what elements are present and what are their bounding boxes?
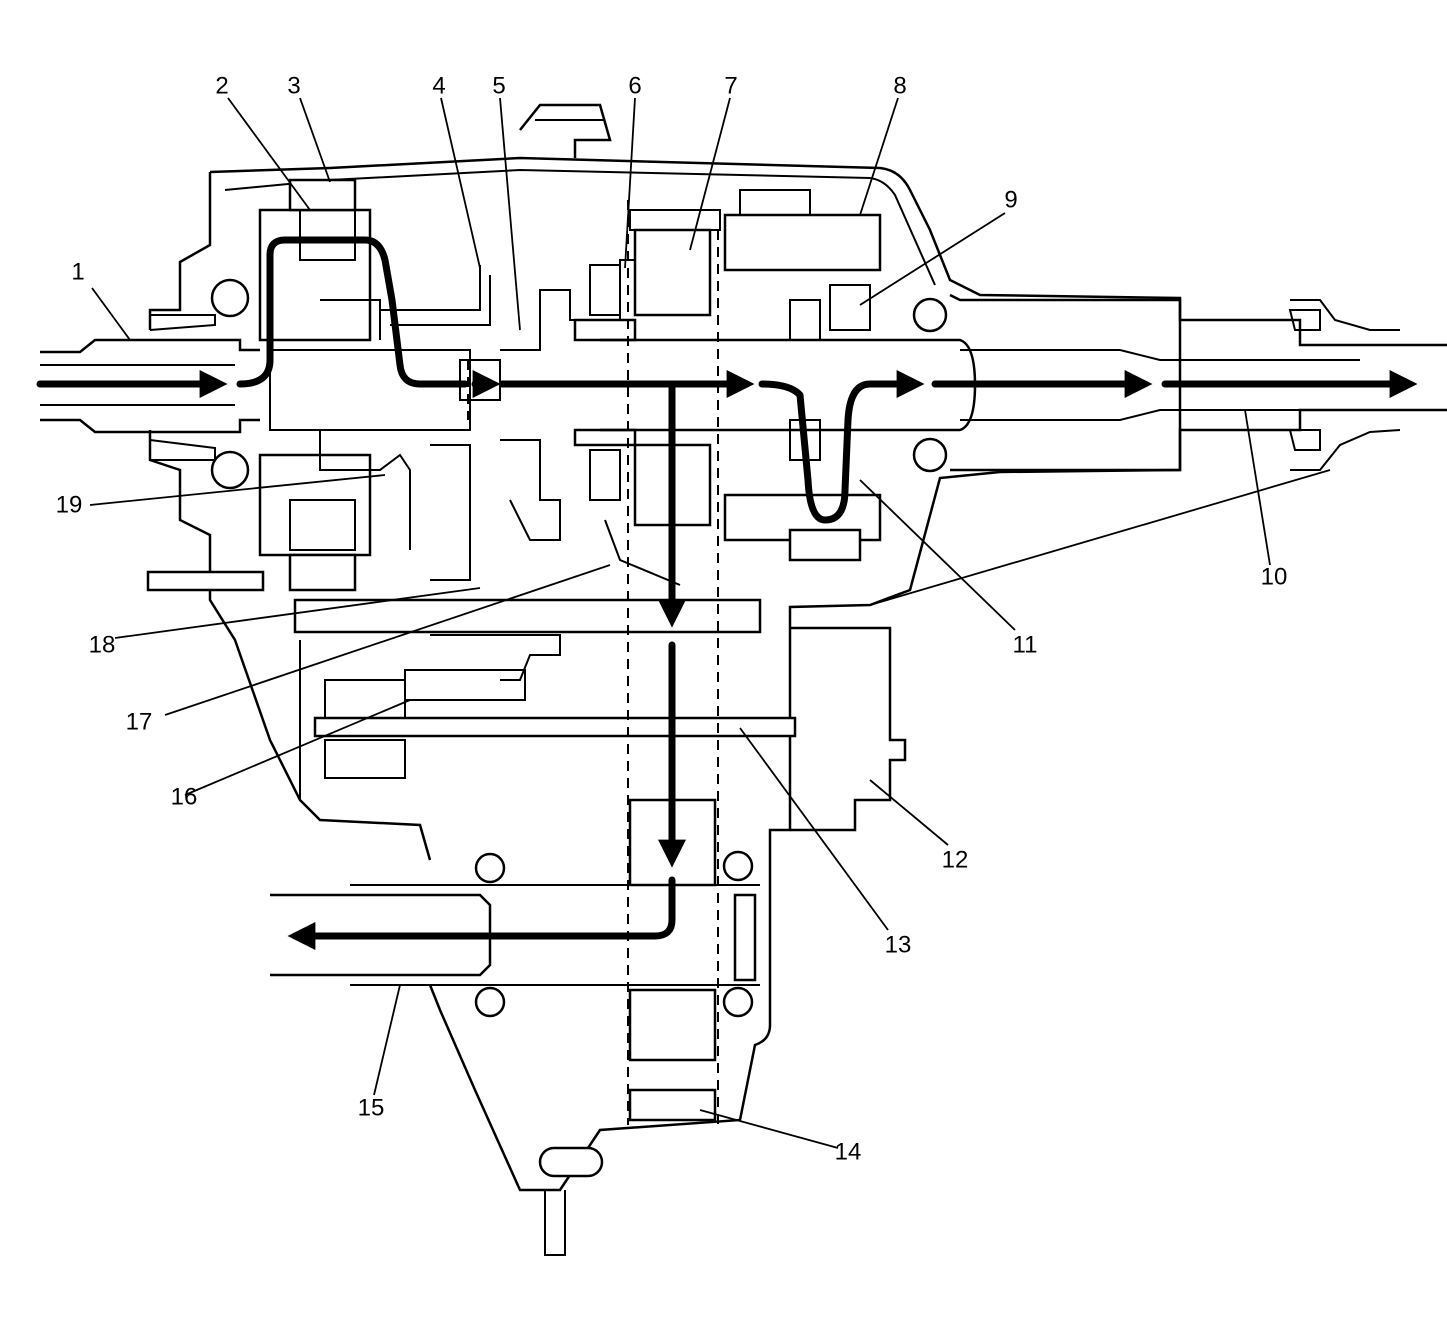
- callout-3-label: 3: [287, 73, 300, 100]
- sprocket-centerlines: [467, 200, 719, 1125]
- rear-loop-flow: [758, 370, 925, 524]
- callout-8-label: 8: [893, 73, 906, 100]
- callout-16-label: 16: [171, 784, 198, 811]
- rear-output-gearing: [600, 189, 1360, 562]
- input-loop-flow: [236, 236, 469, 388]
- drive-chain-and-front-output: [270, 598, 797, 1256]
- callout-19-label: 19: [56, 492, 83, 519]
- callout-10-label: 10: [1261, 564, 1288, 591]
- center-planetary-and-clutch: [430, 209, 721, 586]
- callout-9-label: 9: [1004, 187, 1017, 214]
- callout-17-label: 17: [126, 709, 153, 736]
- input-shaft: [40, 178, 491, 592]
- callout-leaders: [89, 97, 1331, 1149]
- callout-2-label: 2: [215, 73, 228, 100]
- callout-labels: 1 2 3 4 5 6 7 8 9 10 11 12 13 14 15 16 1…: [56, 73, 1288, 1166]
- callout-18-label: 18: [89, 632, 116, 659]
- callout-7-label: 7: [724, 73, 737, 100]
- callout-14-label: 14: [835, 1139, 862, 1166]
- power-flow-arrows: [36, 236, 1418, 950]
- callout-11-label: 11: [1013, 632, 1038, 659]
- callout-12-label: 12: [942, 847, 969, 874]
- transfer-case-housing: [148, 103, 1447, 1192]
- callout-5-label: 5: [492, 73, 505, 100]
- callout-6-label: 6: [628, 73, 641, 100]
- callout-15-label: 15: [358, 1095, 385, 1122]
- callout-13-label: 13: [885, 932, 912, 959]
- callout-4-label: 4: [432, 73, 445, 100]
- front-output-arrow: [287, 876, 676, 950]
- callout-1-label: 1: [71, 259, 84, 286]
